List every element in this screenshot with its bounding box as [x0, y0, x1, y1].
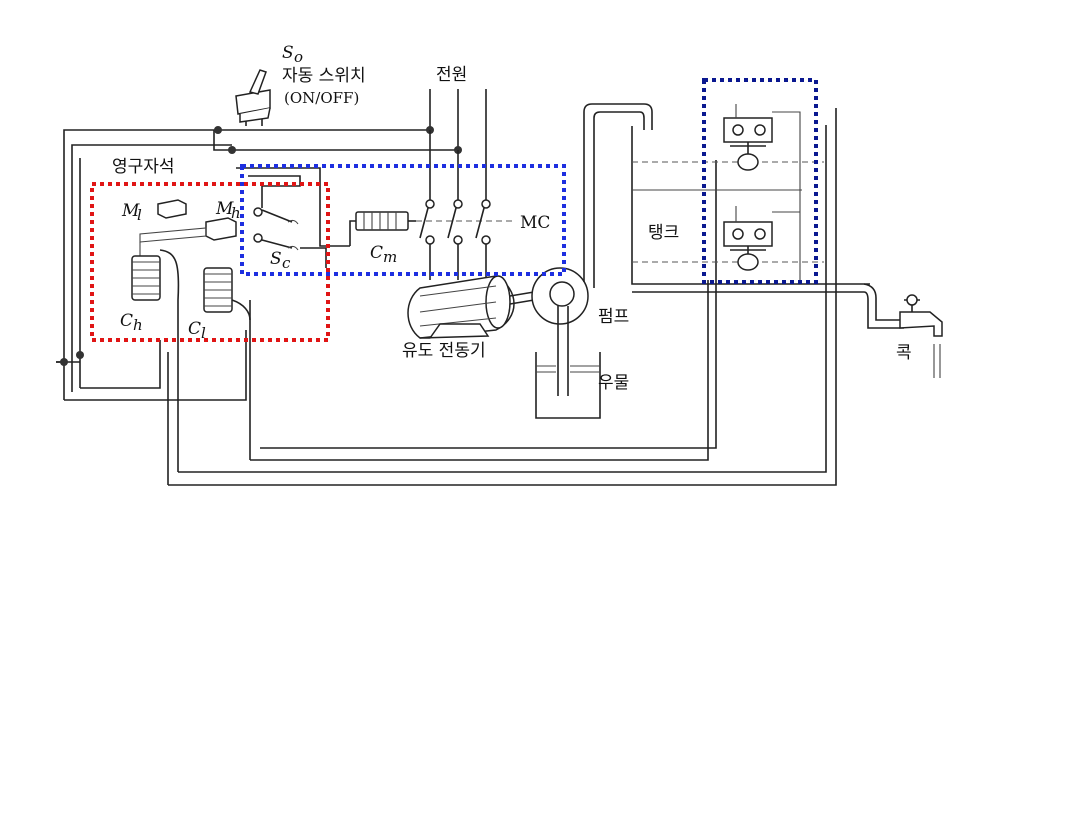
magnet-low-block: [157, 199, 187, 219]
coil-low-label: C: [188, 319, 201, 339]
pump-label: 펌프: [598, 307, 629, 327]
coil-low-sub: l: [201, 324, 206, 342]
switch-contact-label: S: [270, 249, 282, 269]
tank-highlight-box: [702, 78, 818, 284]
auto-switch-name: 자동 스위치: [282, 66, 366, 86]
faucet: [863, 283, 943, 378]
coil-low: [203, 267, 251, 321]
tank-label: 탱크: [648, 223, 679, 243]
contactor-label: MC: [520, 213, 550, 233]
float-switch-upper: [723, 104, 801, 171]
auto-switch-state: (ON/OFF): [284, 89, 359, 107]
magnet-low-label: M: [121, 201, 140, 221]
faucet-label: 콕: [896, 343, 912, 363]
coil-high: [131, 249, 180, 301]
auto-switch-symbol: S: [282, 43, 294, 63]
coil-mc-label: C: [370, 243, 383, 263]
magnet-high-block: [139, 217, 237, 256]
motor-label: 유도 전동기: [402, 341, 486, 361]
coil-high-label: C: [120, 311, 133, 331]
well: [535, 352, 601, 419]
permanent-magnet-label: 영구자석: [112, 157, 175, 177]
magnet-high-label: M: [215, 199, 234, 219]
junction-dots: [60, 126, 462, 366]
magnet-low-sub: l: [137, 206, 142, 224]
control-highlight-box: [240, 164, 566, 276]
coil-high-sub: h: [133, 316, 143, 334]
pump: [531, 103, 653, 396]
well-label: 우물: [598, 373, 629, 393]
power-label: 전원: [436, 65, 467, 85]
induction-motor: [407, 275, 535, 339]
magnet-high-sub: h: [231, 204, 241, 222]
coil-mc-sub: m: [383, 248, 397, 266]
coil-mc: [349, 211, 512, 246]
float-switch-lower: [723, 206, 800, 271]
auto-switch-toggle: [235, 69, 271, 123]
switch-contact-sub: c: [282, 254, 291, 272]
auto-switch-symbol-sub: o: [294, 48, 303, 66]
magnet-highlight-box: [90, 182, 330, 342]
